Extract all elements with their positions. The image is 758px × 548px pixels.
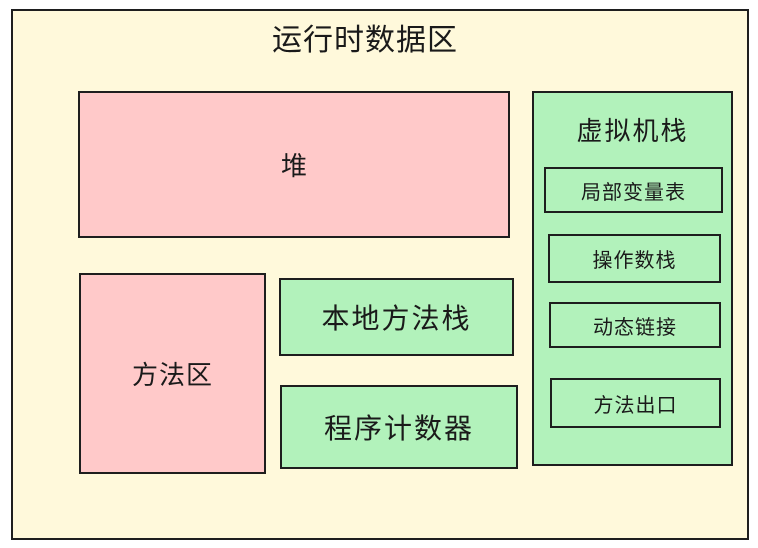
frame-operand-stack: 操作数栈 [548,234,721,283]
frame-label: 局部变量表 [581,179,686,204]
runtime-data-area-title: 运行时数据区 [272,23,458,58]
method-area-box: 方法区 [79,273,266,474]
native-method-stack-box: 本地方法栈 [279,278,514,356]
program-counter-label: 程序计数器 [323,412,474,445]
vm-stack-title: 虚拟机栈 [576,116,689,147]
heap-label: 堆 [280,152,307,182]
vm-stack-box: 虚拟机栈 局部变量表 操作数栈 动态链接 方法出口 [532,91,733,466]
method-area-label: 方法区 [131,361,213,391]
frame-dynamic-linking: 动态链接 [549,302,721,348]
frame-label: 动态链接 [593,314,677,339]
frame-return-address: 方法出口 [550,378,721,428]
native-method-stack-label: 本地方法栈 [321,302,472,335]
program-counter-box: 程序计数器 [280,385,518,469]
heap-box: 堆 [78,91,510,238]
frame-label: 操作数栈 [592,248,677,272]
frame-local-variables: 局部变量表 [544,167,723,213]
frame-label: 方法出口 [593,392,678,417]
